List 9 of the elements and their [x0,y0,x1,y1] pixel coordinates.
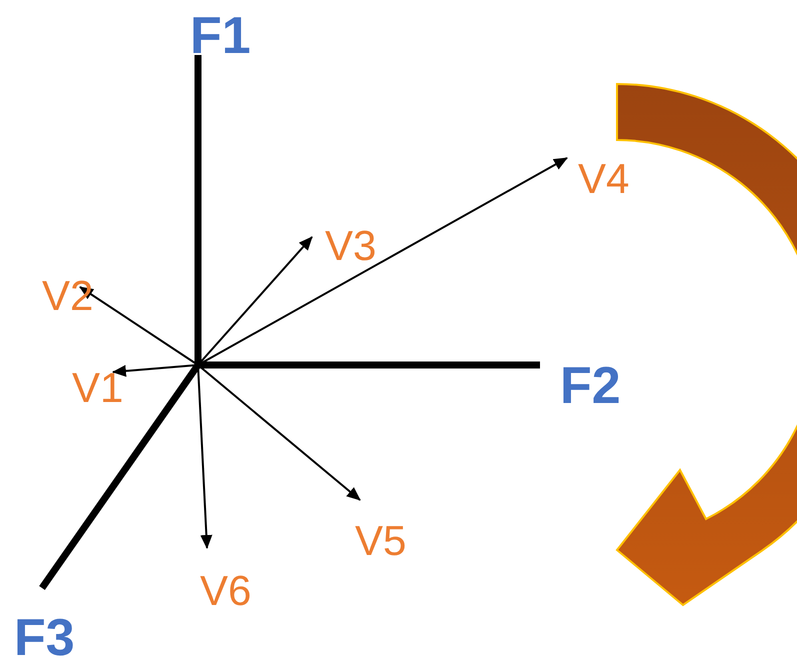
vector-label: V1 [72,367,124,409]
vector-label: V4 [578,158,630,200]
vector-label: V5 [355,520,406,562]
axis-label: F3 [14,612,75,664]
vector-label: V6 [200,570,252,612]
vector-label: V2 [42,275,94,317]
axis-label: F2 [560,360,621,412]
vector-label: V3 [325,225,376,267]
axis-label: F1 [190,10,251,62]
